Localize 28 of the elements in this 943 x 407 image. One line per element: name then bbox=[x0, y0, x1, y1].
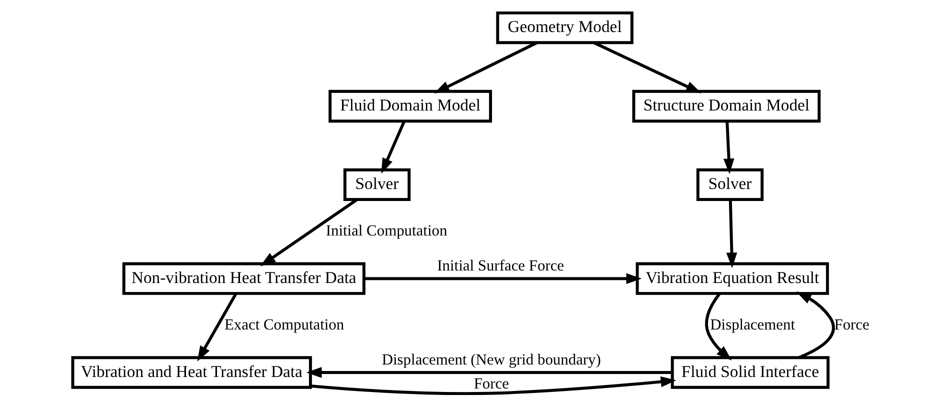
arrow bbox=[381, 120, 406, 174]
arrow bbox=[796, 291, 835, 359]
arrow bbox=[197, 292, 238, 362]
edge-label: Displacement (New grid boundary) bbox=[382, 352, 601, 369]
node-box: Vibration and Heat Transfer Data bbox=[71, 356, 312, 389]
node-box: Solver bbox=[696, 168, 764, 202]
edge-label: Force bbox=[474, 375, 509, 392]
arrow bbox=[310, 376, 676, 395]
node-box: Solver bbox=[343, 168, 411, 202]
arrow bbox=[306, 367, 672, 378]
arrow bbox=[705, 292, 732, 360]
node-box: Non-vibration Heat Transfer Data bbox=[122, 262, 366, 295]
edge-label: Force bbox=[834, 316, 870, 334]
arrow bbox=[434, 41, 538, 94]
edge-label: Displacement bbox=[710, 316, 796, 334]
edge-label: Exact Computation bbox=[224, 316, 344, 334]
node-box: Geometry Model bbox=[496, 11, 634, 44]
node-box: Fluid Solid Interface bbox=[670, 356, 830, 389]
edge-label: Initial Computation bbox=[326, 222, 448, 240]
node-box: Fluid Domain Model bbox=[328, 90, 492, 123]
arrow bbox=[726, 200, 738, 268]
node-box: Structure Domain Model bbox=[632, 90, 821, 123]
arrow bbox=[593, 41, 702, 94]
edge-label: Initial Surface Force bbox=[437, 258, 564, 275]
node-box: Vibration Equation Result bbox=[636, 262, 829, 295]
arrow bbox=[260, 198, 358, 266]
arrow bbox=[723, 121, 734, 174]
arrow bbox=[364, 273, 642, 284]
